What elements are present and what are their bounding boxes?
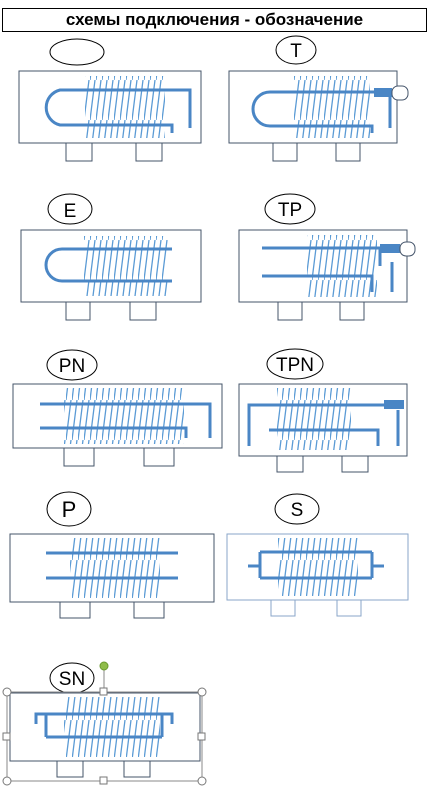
label-oval xyxy=(275,35,317,65)
label-oval xyxy=(266,348,324,380)
resize-handle-nw[interactable] xyxy=(2,687,12,697)
resize-handle-ne[interactable] xyxy=(197,687,207,697)
thermostat xyxy=(384,400,404,409)
label-oval xyxy=(264,193,316,225)
resize-handle-e[interactable] xyxy=(197,732,206,741)
diagram-label: TPN xyxy=(276,355,314,376)
thermostat xyxy=(380,244,400,253)
coil xyxy=(294,76,370,138)
diagram-label: PN xyxy=(59,356,85,377)
resize-handle-n[interactable] xyxy=(99,687,108,696)
coil xyxy=(307,235,377,297)
resize-handle-se[interactable] xyxy=(197,776,207,786)
diagram-tp: TP xyxy=(238,193,416,321)
diagram-s: S xyxy=(226,493,409,617)
thermostat-cap xyxy=(391,85,409,101)
pipe xyxy=(44,88,192,133)
foot-left xyxy=(65,142,93,162)
foot-right xyxy=(336,599,362,617)
diagram-label: E xyxy=(64,201,77,222)
diagram-label: T xyxy=(290,41,302,62)
pipe xyxy=(44,247,172,283)
label-oval xyxy=(46,349,98,381)
foot-right xyxy=(335,142,361,162)
label-oval xyxy=(47,193,93,225)
rotate-handle[interactable] xyxy=(99,661,109,671)
pipe xyxy=(248,550,384,580)
thermostat-cap xyxy=(399,241,416,257)
coil xyxy=(278,538,358,596)
foot-left xyxy=(270,599,296,617)
foot-right xyxy=(135,142,163,162)
diagram-label: TP xyxy=(278,200,302,221)
pipe xyxy=(46,551,178,580)
diagram-label: SN xyxy=(59,669,85,690)
coil xyxy=(64,697,160,757)
diagram-sn[interactable]: SN xyxy=(2,661,207,786)
pipe xyxy=(34,712,174,739)
foot-left xyxy=(65,301,91,321)
diagram-label: S xyxy=(291,500,304,521)
foot-right xyxy=(339,301,365,321)
diagram-p: P xyxy=(9,491,215,619)
foot-right xyxy=(123,760,151,778)
resize-handle-w[interactable] xyxy=(2,732,11,741)
thermostat xyxy=(374,88,392,97)
label-oval xyxy=(274,493,320,525)
foot-left xyxy=(272,142,298,162)
foot-right xyxy=(143,447,175,467)
coil xyxy=(277,388,351,450)
coil xyxy=(70,538,160,598)
foot-left xyxy=(59,601,91,619)
diagram-label: P xyxy=(62,497,77,522)
foot-right xyxy=(341,455,369,473)
label-oval xyxy=(46,491,92,527)
foot-left xyxy=(276,455,304,473)
pipe xyxy=(247,403,386,446)
foot-left xyxy=(56,760,84,778)
diagram-plain xyxy=(18,38,202,162)
diagram-pn: PN xyxy=(12,349,223,467)
foot-left xyxy=(277,301,303,321)
page-title: схемы подключения - обозначение xyxy=(2,8,427,32)
foot-right xyxy=(133,601,165,619)
diagram-t: T xyxy=(228,35,409,162)
resize-handle-s[interactable] xyxy=(99,776,108,785)
resize-handle-sw[interactable] xyxy=(2,776,12,786)
pipe xyxy=(40,402,212,438)
diagram-tpn: TPN xyxy=(238,348,408,473)
diagram-e: E xyxy=(20,193,202,321)
coil xyxy=(64,388,184,444)
pipe xyxy=(251,90,392,133)
foot-left xyxy=(63,447,95,467)
coil xyxy=(85,76,165,138)
label-oval xyxy=(49,38,105,66)
coil xyxy=(84,236,168,296)
foot-right xyxy=(129,301,157,321)
